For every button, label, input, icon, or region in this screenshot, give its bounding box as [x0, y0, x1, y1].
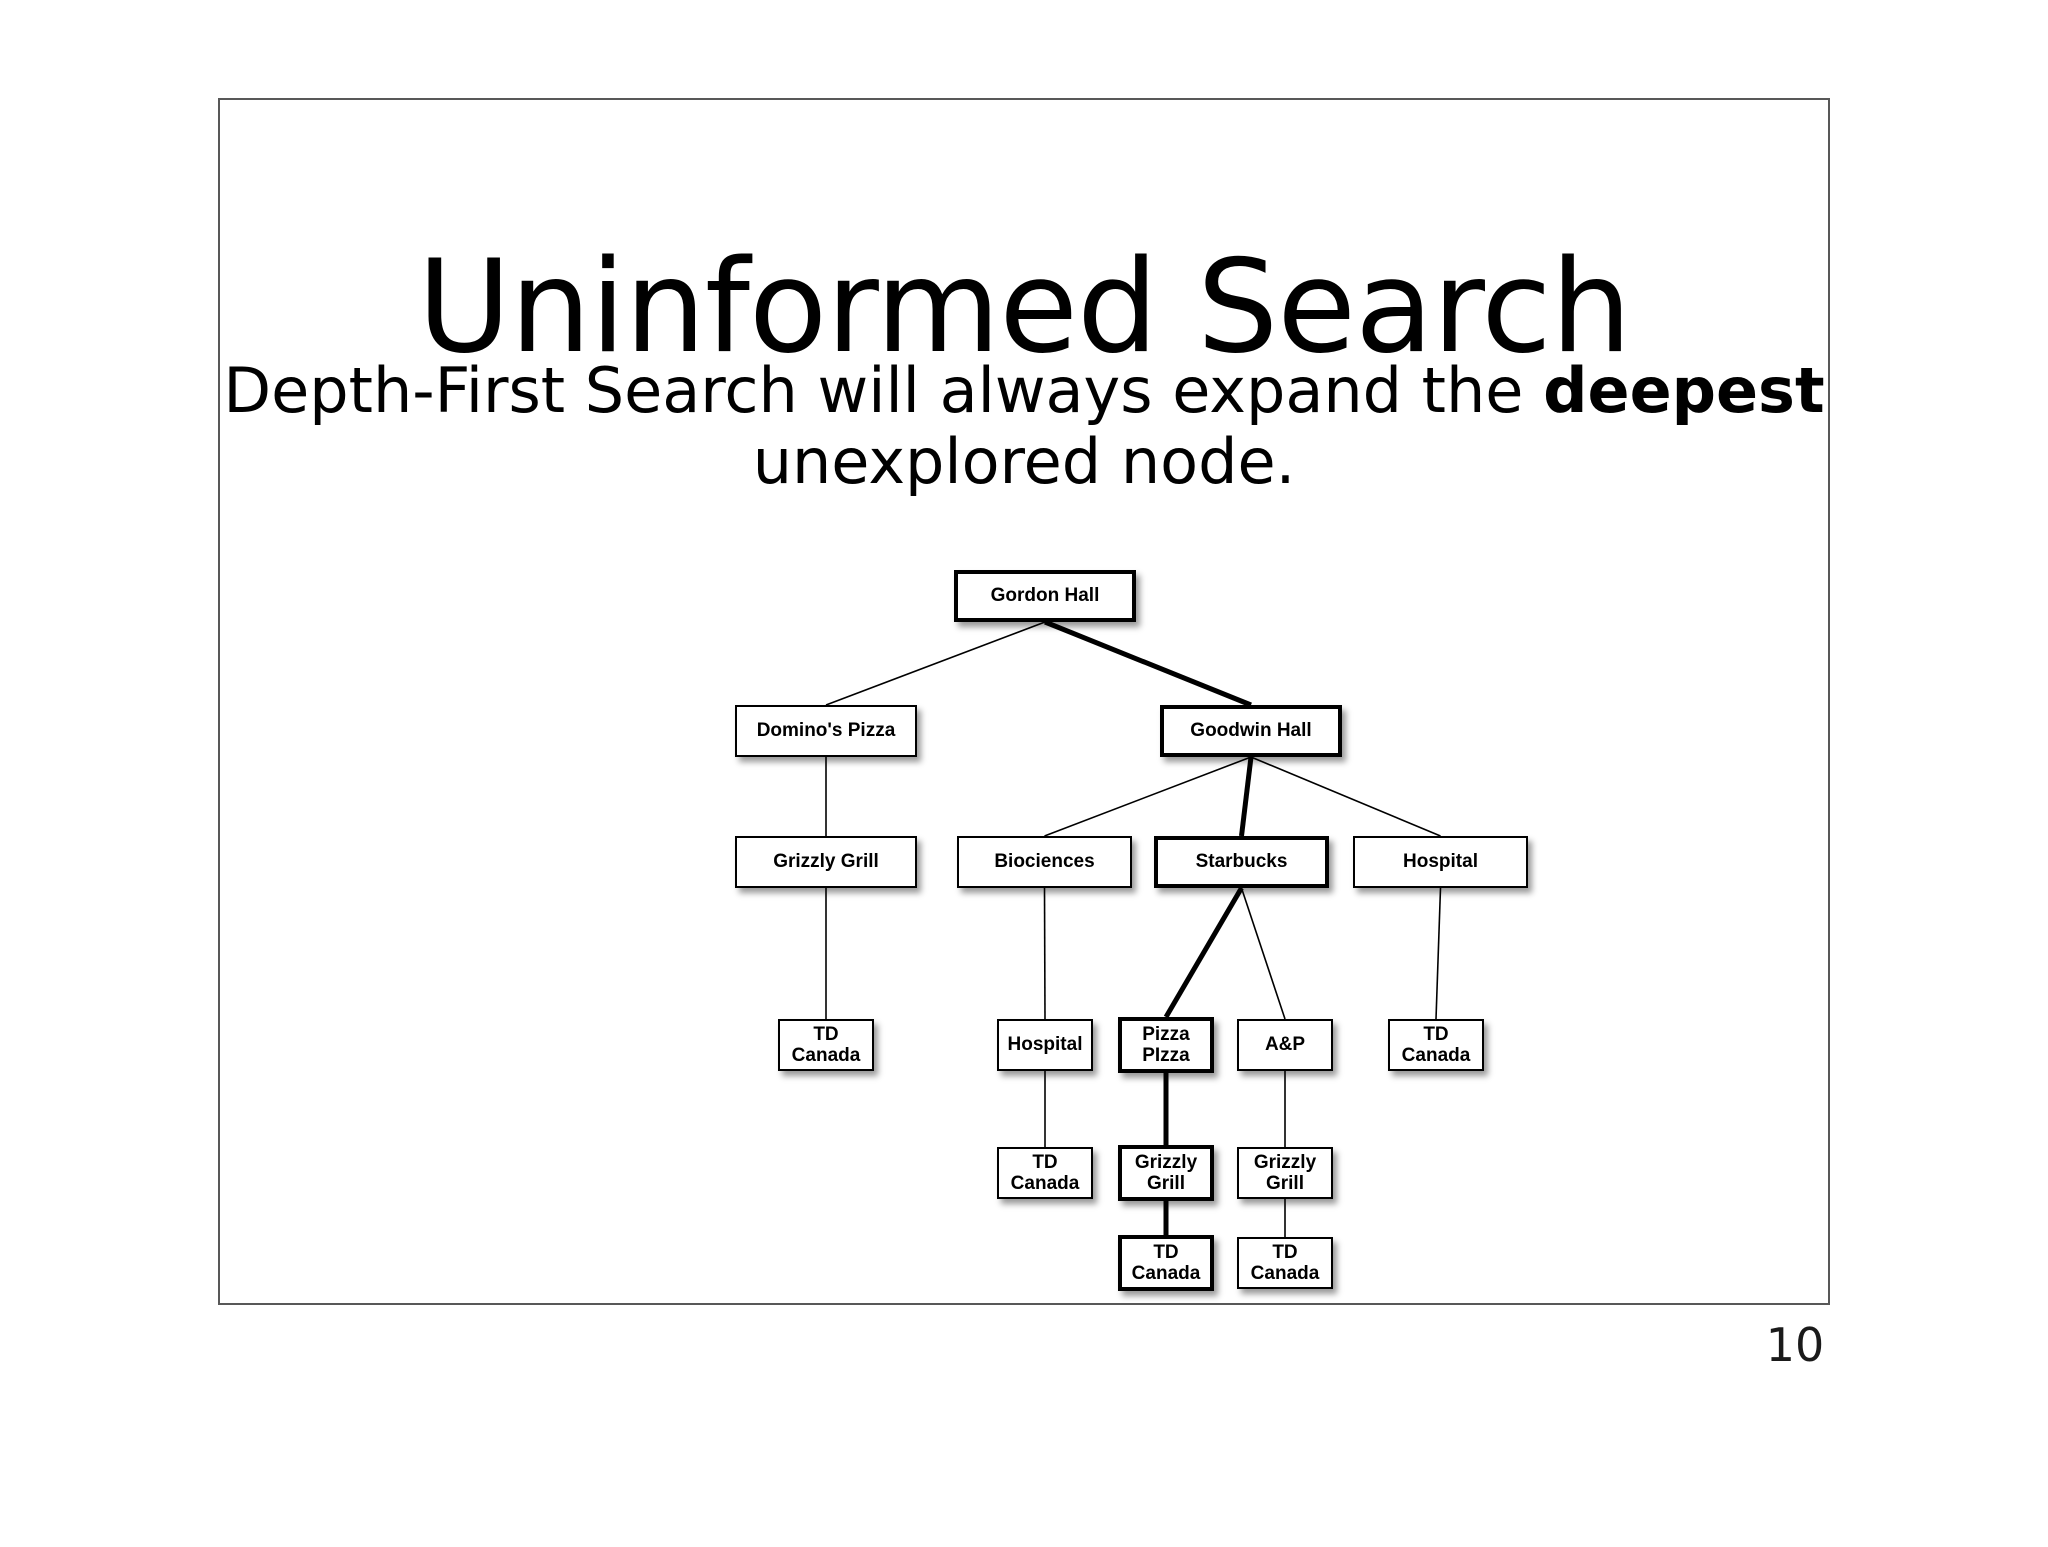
tree-node[interactable]: Hospital [997, 1019, 1093, 1071]
tree-node[interactable]: Gordon Hall [954, 570, 1136, 622]
tree-node[interactable]: TD Canada [1118, 1235, 1214, 1291]
tree-node[interactable]: Goodwin Hall [1160, 705, 1342, 757]
tree-node[interactable]: TD Canada [1237, 1237, 1333, 1289]
tree-node[interactable]: Pizza PIzza [1118, 1017, 1214, 1073]
page-number: 10 [1765, 1318, 1825, 1372]
subtitle-text-trailing: unexplored node. [752, 425, 1296, 499]
tree-node[interactable]: Grizzly Grill [1237, 1147, 1333, 1199]
tree-node[interactable]: Grizzly Grill [1118, 1145, 1214, 1201]
slide-subtitle: Depth-First Search will always expand th… [220, 355, 1828, 498]
tree-node[interactable]: Domino's Pizza [735, 705, 917, 757]
tree-node[interactable]: TD Canada [1388, 1019, 1484, 1071]
subtitle-emphasis: deepest [1543, 354, 1825, 427]
tree-node[interactable]: TD Canada [997, 1147, 1093, 1199]
tree-node[interactable]: TD Canada [778, 1019, 874, 1071]
tree-node[interactable]: Biociences [957, 836, 1132, 888]
slide-frame: Uninformed Search Depth-First Search wil… [218, 98, 1830, 1305]
slide-title: Uninformed Search [417, 232, 1631, 382]
tree-node[interactable]: Grizzly Grill [735, 836, 917, 888]
tree-node[interactable]: Hospital [1353, 836, 1528, 888]
tree-node[interactable]: Starbucks [1154, 836, 1329, 888]
tree-node[interactable]: A&P [1237, 1019, 1333, 1071]
subtitle-text-leading: Depth-First Search will always expand th… [223, 354, 1544, 427]
